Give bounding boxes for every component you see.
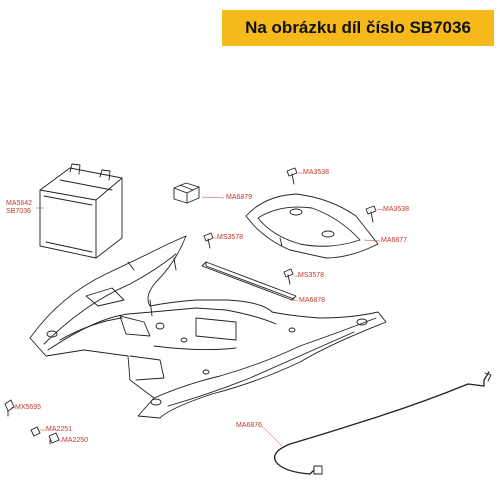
label-ma6878: MA6878 <box>299 297 326 304</box>
label-ma3538-b: MA3538 <box>383 206 410 213</box>
clip-mx5695 <box>4 399 15 417</box>
label-ma6879: MA6879 <box>226 194 253 201</box>
screw-ma3538-b <box>365 205 377 223</box>
label-ms3578-b: MS3578 <box>298 272 325 279</box>
part-number-banner: Na obrázku díl číslo SB7036 <box>222 10 494 46</box>
label-ma5642: MA5642 <box>6 200 33 207</box>
cover-panel-drawing <box>245 193 379 259</box>
label-ma2250: MA2250 <box>62 437 89 444</box>
screw-ms3578-b <box>283 268 294 285</box>
label-ma3538-a: MA3538 <box>303 169 330 176</box>
screw-ma3538-a <box>286 167 298 185</box>
label-ma6877: MA6877 <box>381 237 408 244</box>
label-ma2251: MA2251 <box>46 426 73 433</box>
cable-drawing <box>273 371 492 475</box>
clip-ma2251 <box>30 426 41 437</box>
label-ms3578-a: MS3578 <box>217 234 244 241</box>
banner-title: Na obrázku díl číslo SB7036 <box>245 18 471 37</box>
rubber-strip-drawing <box>201 261 297 301</box>
label-mx5695: MX5695 <box>15 404 42 411</box>
floor-panel-drawing <box>29 235 387 419</box>
label-ma6876: MA6876 <box>236 422 263 429</box>
label-sb7036: SB7036 <box>6 208 31 215</box>
clip-ma2250 <box>48 432 60 445</box>
screw-ms3578-a <box>203 232 214 249</box>
small-block-drawing <box>173 182 200 204</box>
battery-drawing <box>39 163 123 259</box>
